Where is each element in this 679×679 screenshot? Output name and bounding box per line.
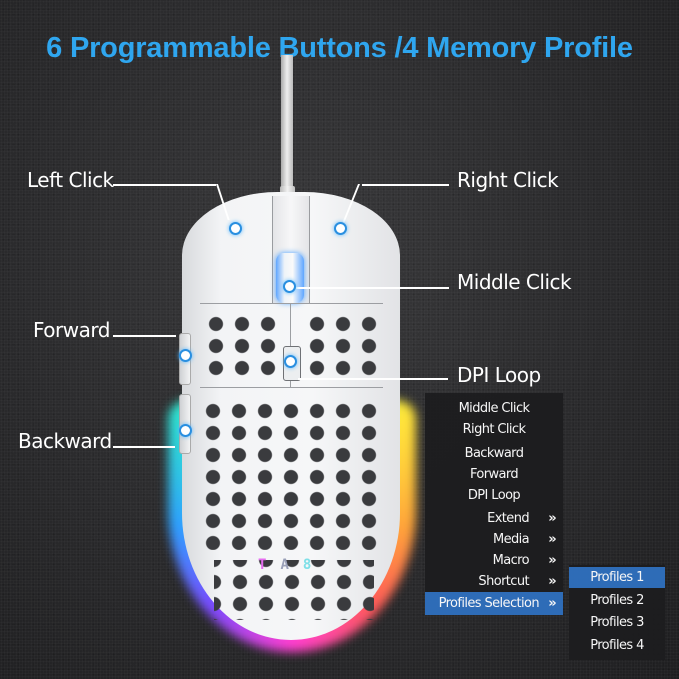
callout-left-click: Left Click <box>27 168 114 192</box>
callout-backward: Backward <box>18 429 112 453</box>
button-seam <box>200 303 383 304</box>
menu-item-backward[interactable]: Backward <box>464 446 524 461</box>
callout-dpi-loop: DPI Loop <box>457 363 541 387</box>
menu-item-profiles-selection[interactable]: Profiles Selection» <box>425 592 563 615</box>
menu-item-dpi-loop[interactable]: DPI Loop <box>467 488 521 503</box>
callout-line <box>113 446 175 448</box>
mouse-logo: TA8 <box>258 557 326 573</box>
center-seam <box>290 303 291 387</box>
menu-item-macro[interactable]: Macro» <box>425 550 563 571</box>
callout-line <box>362 184 449 186</box>
submenu-item-profiles-1[interactable]: Profiles 1 <box>569 567 665 588</box>
callout-line <box>296 287 449 289</box>
callout-right-click: Right Click <box>457 168 559 192</box>
chevron-right-icon: » <box>548 553 556 568</box>
honeycomb-left <box>203 313 283 381</box>
menu-item-middle-click[interactable]: Middle Click <box>458 401 530 416</box>
callout-line <box>113 335 176 337</box>
shell-seam <box>200 387 383 388</box>
menu-item-media[interactable]: Media» <box>425 529 563 550</box>
callout-middle-click: Middle Click <box>457 270 572 294</box>
chevron-right-icon: » <box>548 596 556 611</box>
honeycomb-rear-lower <box>214 560 374 620</box>
submenu-item-profiles-3[interactable]: Profiles 3 <box>590 615 644 630</box>
callout-line <box>298 378 448 380</box>
submenu-item-profiles-2[interactable]: Profiles 2 <box>590 593 644 608</box>
scroll-wheel <box>276 253 304 303</box>
button-function-menu: Middle Click Right Click Backward Forwar… <box>425 393 563 615</box>
forward-marker-icon <box>179 349 192 362</box>
submenu-item-profiles-4[interactable]: Profiles 4 <box>590 638 644 653</box>
chevron-right-icon: » <box>548 574 556 589</box>
chevron-right-icon: » <box>548 511 556 526</box>
callout-line <box>113 184 216 186</box>
honeycomb-rear <box>200 400 385 550</box>
chevron-right-icon: » <box>548 532 556 547</box>
right-click-marker-icon <box>334 222 347 235</box>
honeycomb-right <box>304 313 382 381</box>
menu-item-shortcut[interactable]: Shortcut» <box>425 571 563 592</box>
middle-click-marker-icon <box>283 280 296 293</box>
menu-item-forward[interactable]: Forward <box>469 467 519 482</box>
page-title: 6 Programmable Buttons /4 Memory Profile <box>46 32 633 64</box>
backward-marker-icon <box>179 424 192 437</box>
menu-item-extend[interactable]: Extend» <box>425 508 563 529</box>
callout-forward: Forward <box>33 318 110 342</box>
menu-item-right-click[interactable]: Right Click <box>462 422 526 437</box>
mouse-cable <box>281 55 293 195</box>
profiles-submenu: Profiles 1 Profiles 2 Profiles 3 Profile… <box>569 565 665 660</box>
left-click-marker-icon <box>229 222 242 235</box>
dpi-loop-marker-icon <box>284 355 297 368</box>
